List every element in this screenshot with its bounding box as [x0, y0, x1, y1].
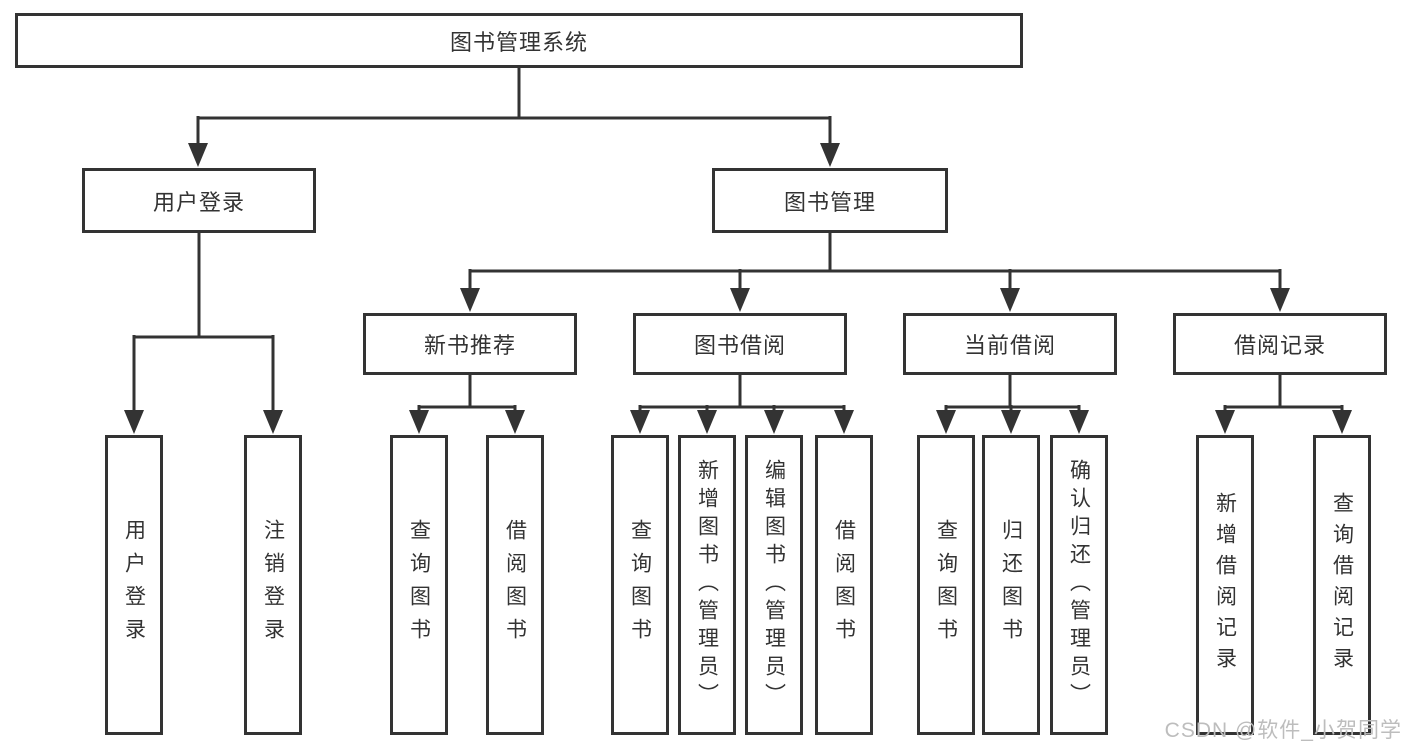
leaf-recommend-query-books: 查询图书: [390, 435, 448, 735]
node-label: 查询图书: [628, 519, 652, 651]
leaf-recommend-borrow-books: 借阅图书: [486, 435, 544, 735]
leaf-current-confirm-return-admin: 确认归还（管理员）: [1050, 435, 1108, 735]
node-current-borrowing: 当前借阅: [903, 313, 1117, 375]
node-label: 图书管理系统: [449, 29, 588, 55]
node-label: 当前借阅: [963, 333, 1056, 358]
node-book-borrowing: 图书借阅: [633, 313, 847, 375]
node-label: 查询借阅记录: [1330, 492, 1354, 678]
leaf-current-return-books: 归还图书: [982, 435, 1040, 735]
leaf-borrowing-query-books: 查询图书: [611, 435, 669, 735]
node-label: 用户登录: [152, 189, 245, 215]
node-user-login: 用户登录: [82, 168, 316, 233]
leaf-records-add-record: 新增借阅记录: [1196, 435, 1254, 735]
node-label: 借阅图书: [832, 519, 856, 651]
leaf-borrowing-borrow-books: 借阅图书: [815, 435, 873, 735]
node-borrowing-records: 借阅记录: [1173, 313, 1387, 375]
leaf-logout-login: 注销登录: [244, 435, 302, 735]
leaf-borrowing-edit-books-admin: 编辑图书（管理员）: [745, 435, 803, 735]
node-label: 新增图书（管理员）: [695, 459, 719, 711]
node-label: 新书推荐: [423, 333, 516, 358]
node-label: 图书借阅: [693, 333, 786, 358]
leaf-user-login: 用户登录: [105, 435, 163, 735]
node-label: 注销登录: [261, 519, 285, 651]
node-label: 查询图书: [407, 519, 431, 651]
node-label: 确认归还（管理员）: [1067, 459, 1091, 711]
leaf-borrowing-add-books-admin: 新增图书（管理员）: [678, 435, 736, 735]
node-label: 用户登录: [122, 519, 146, 651]
leaf-records-query-record: 查询借阅记录: [1313, 435, 1371, 735]
node-book-management: 图书管理: [712, 168, 948, 233]
node-label: 借阅记录: [1233, 333, 1326, 358]
leaf-current-query-books: 查询图书: [917, 435, 975, 735]
node-label: 借阅图书: [503, 519, 527, 651]
node-label: 归还图书: [999, 519, 1023, 651]
node-label: 查询图书: [934, 519, 958, 651]
node-new-book-recommend: 新书推荐: [363, 313, 577, 375]
node-label: 编辑图书（管理员）: [762, 459, 786, 711]
node-label: 新增借阅记录: [1213, 492, 1237, 678]
watermark: CSDN @软件_小贺同学: [1164, 719, 1402, 742]
node-label: 图书管理: [783, 189, 876, 215]
node-root: 图书管理系统: [15, 13, 1023, 68]
